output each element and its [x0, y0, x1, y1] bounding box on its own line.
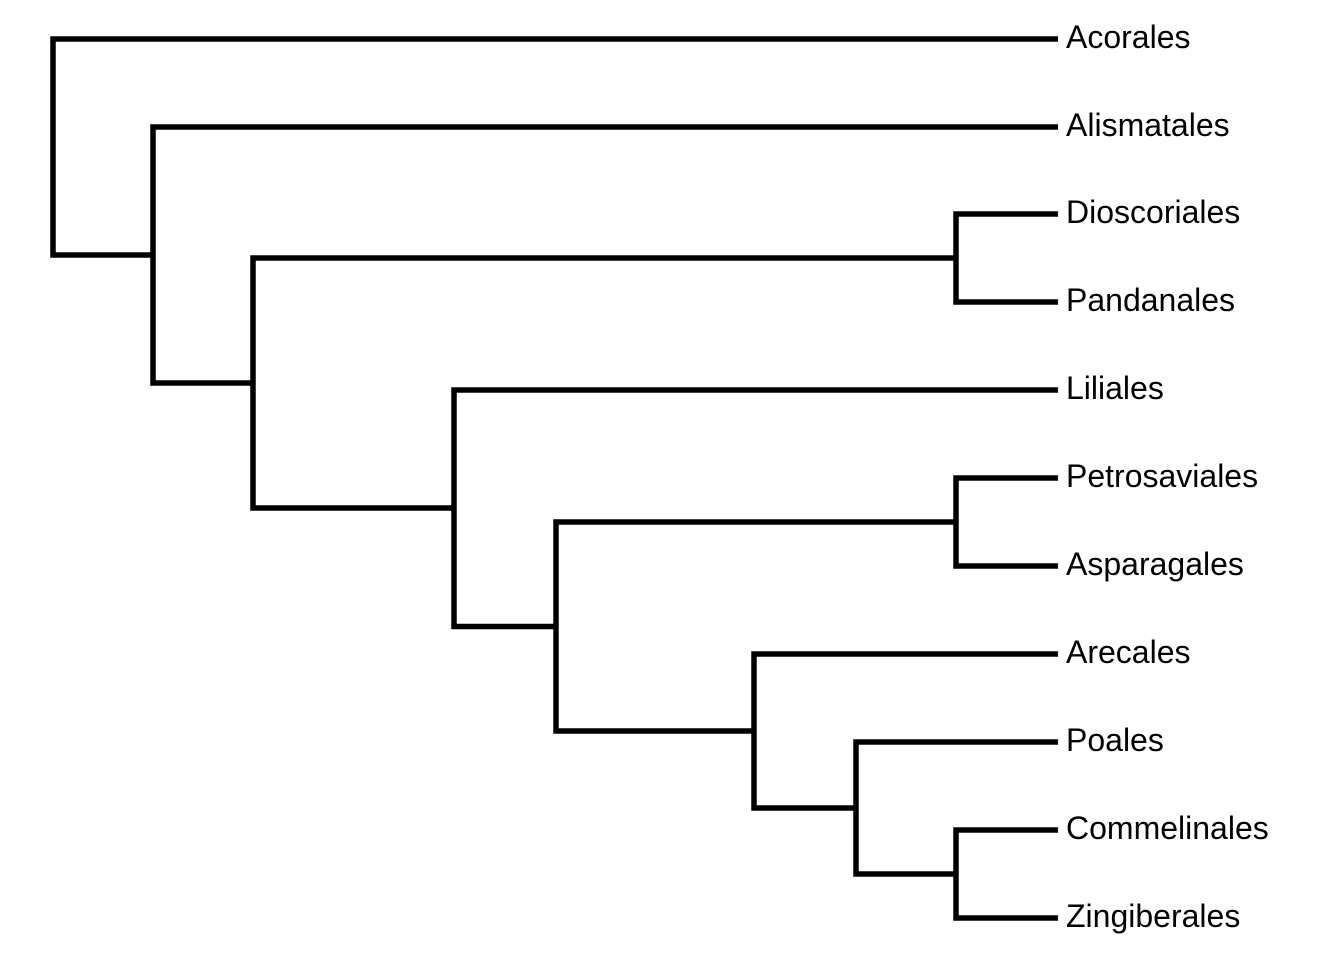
branch-line — [250, 255, 956, 383]
branch-line — [853, 808, 956, 877]
branch-line — [553, 519, 956, 627]
taxon-label-liliales: Liliales — [1066, 370, 1164, 406]
branch-line — [150, 255, 253, 386]
branch-line — [451, 508, 556, 630]
taxon-label-commelinales: Commelinales — [1066, 810, 1269, 846]
taxon-label-arecales: Arecales — [1066, 634, 1191, 670]
branch-line — [451, 387, 1058, 508]
branch-line — [250, 383, 454, 511]
branch-line — [853, 739, 1058, 808]
taxon-label-poales: Poales — [1066, 722, 1164, 758]
branch-line — [553, 626, 754, 734]
taxon-label-alismatales: Alismatales — [1066, 107, 1230, 143]
branch-line — [953, 522, 1058, 569]
taxon-label-petrosaviales: Petrosaviales — [1066, 458, 1259, 494]
branch-line — [150, 124, 1058, 255]
branch-line — [50, 147, 153, 258]
branch-line — [50, 36, 1058, 147]
branch-line — [953, 258, 1058, 305]
branch-line — [953, 211, 1058, 258]
branch-line — [751, 731, 856, 811]
taxon-label-zingiberales: Zingiberales — [1066, 898, 1241, 934]
taxon-label-pandanales: Pandanales — [1066, 282, 1236, 318]
branch-line — [953, 874, 1058, 921]
taxon-label-acorales: Acorales — [1066, 19, 1191, 55]
taxon-label-asparagales: Asparagales — [1066, 546, 1244, 582]
taxon-label-dioscoriales: Dioscoriales — [1066, 194, 1241, 230]
branch-line — [953, 827, 1058, 874]
branch-line — [751, 651, 1058, 731]
branch-line — [953, 475, 1058, 522]
